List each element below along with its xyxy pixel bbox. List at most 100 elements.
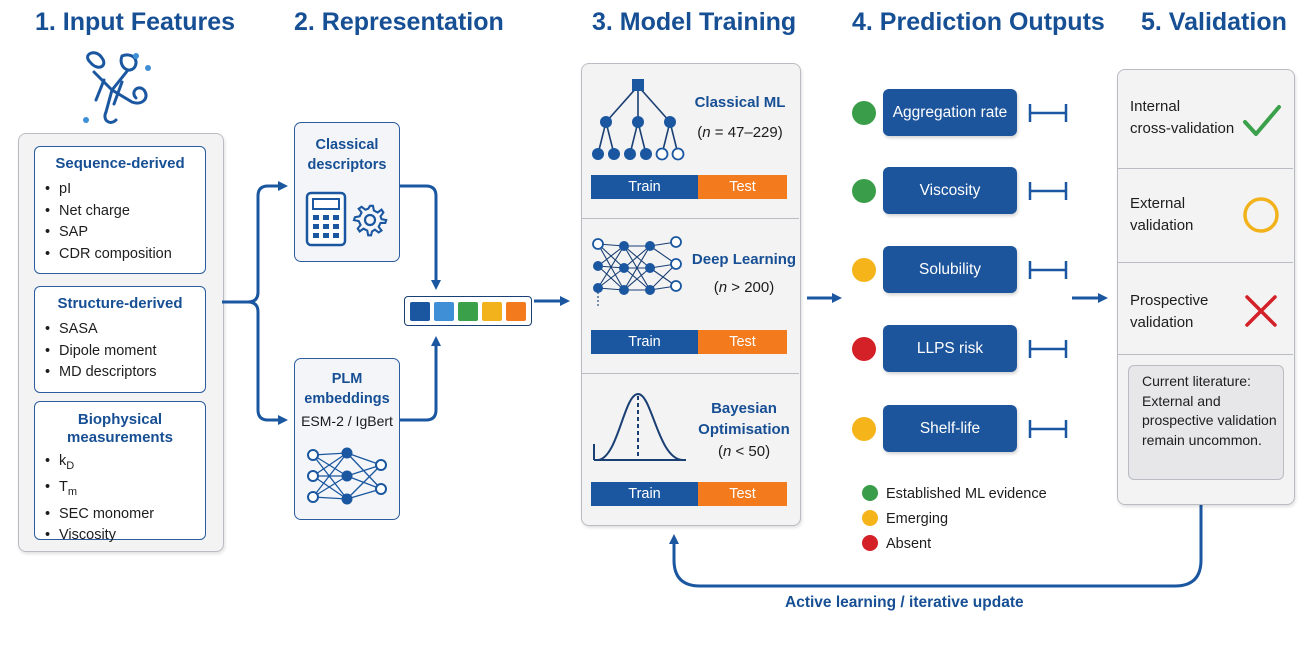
feature-item: SAP: [45, 222, 205, 244]
external-line2: validation: [1130, 217, 1194, 234]
literature-note: Current literature: External and prospec…: [1128, 365, 1284, 480]
train-segment: Train: [591, 330, 698, 354]
deep-network-icon: [592, 236, 682, 308]
antibody-icon: [83, 51, 151, 124]
feature-item: Viscosity: [45, 525, 205, 547]
gear-icon: [352, 204, 388, 237]
vector-cell: [482, 301, 502, 321]
structure-derived-card: Structure-derived SASA Dipole moment MD …: [34, 286, 206, 393]
n-value: < 50: [731, 443, 766, 460]
structure-derived-title: Structure-derived: [57, 295, 183, 312]
embedding-vector: [404, 296, 532, 326]
internal-line1: Internal: [1130, 98, 1181, 115]
decision-tree-icon: [592, 79, 685, 161]
training-separator: [582, 218, 799, 219]
feature-item: Net charge: [45, 201, 205, 223]
branch-arrow-upper: [222, 181, 288, 304]
classical-to-vector-arrow: [398, 184, 441, 290]
feature-item: Tm: [45, 477, 205, 503]
external-line1: External: [1130, 195, 1186, 212]
n-symbol: n: [718, 279, 728, 296]
classical-descriptors-title: Classical descriptors: [295, 135, 399, 175]
calculator-icon: [305, 191, 347, 247]
feature-base: T: [59, 479, 68, 496]
plm-model-name: ESM-2 / IgBert: [301, 413, 393, 429]
inhibition-bar-icon: [1028, 420, 1068, 438]
feature-item: CDR composition: [45, 244, 205, 266]
classical-title-line2: descriptors: [307, 157, 387, 173]
check-icon: [1243, 105, 1281, 136]
model-title-deep-learning: Deep Learning: [691, 251, 797, 268]
note-line: remain uncommon.: [1142, 431, 1262, 448]
train-test-split-bar: Train Test: [591, 330, 787, 354]
feature-item: SASA: [45, 319, 205, 341]
validation-separator: [1118, 168, 1293, 169]
test-segment: Test: [698, 482, 787, 506]
test-segment: Test: [698, 330, 787, 354]
model-title-bayesian-optimisation: Bayesian Optimisation: [690, 398, 798, 440]
inhibition-bar-icon: [1028, 182, 1068, 200]
heading-input-features: 1. Input Features: [35, 8, 236, 36]
heading-model-training: 3. Model Training: [592, 8, 797, 36]
legend-item-emerging: Emerging: [862, 510, 948, 528]
prospective-line2: validation: [1130, 314, 1194, 331]
output-box: Solubility: [883, 246, 1017, 293]
test-segment: Test: [698, 175, 787, 199]
training-separator: [582, 373, 799, 374]
legend-item-absent: Absent: [862, 535, 931, 553]
train-test-split-bar: Train Test: [591, 482, 787, 506]
status-dot-emerging: [852, 417, 876, 441]
cross-icon: [1245, 295, 1277, 327]
inhibition-bar-icon: [1028, 340, 1068, 358]
inhibition-bar-icon: [1028, 261, 1068, 279]
model-title-classical-ml: Classical ML: [694, 94, 786, 111]
feature-item: Dipole moment: [45, 341, 205, 363]
neural-network-icon: [307, 447, 387, 505]
feedback-loop-arrow: [669, 504, 1203, 588]
biophysical-title-line1: Biophysical: [77, 411, 163, 428]
bayesian-title-line2: Optimisation: [698, 421, 790, 438]
biophysical-title: Biophysical measurements: [35, 411, 205, 447]
validation-external-label: External validation: [1130, 193, 1193, 237]
heading-validation: 5. Validation: [1141, 8, 1287, 36]
plm-title-line1: PLM: [331, 371, 363, 387]
train-test-split-bar: Train Test: [591, 175, 787, 199]
validation-internal-label: Internal cross-validation: [1130, 96, 1234, 140]
feature-item: SEC monomer: [45, 504, 205, 526]
model-n-deep-learning: (n > 200): [713, 279, 775, 296]
circle-icon: [1243, 197, 1279, 233]
vector-cell: [410, 301, 430, 321]
model-training-panel: [581, 63, 801, 526]
n-symbol: n: [702, 124, 711, 141]
status-dot-emerging: [852, 258, 876, 282]
legend-label: Established ML evidence: [886, 486, 1047, 502]
note-line: Current literature:: [1142, 373, 1251, 389]
sequence-derived-title: Sequence-derived: [55, 155, 185, 172]
legend-label: Emerging: [886, 511, 949, 527]
model-n-classical-ml: (n = 47–229): [697, 124, 783, 141]
feature-item: MD descriptors: [45, 362, 205, 384]
legend-dot: [862, 510, 878, 526]
n-value: > 200: [727, 279, 770, 296]
output-box: Viscosity: [883, 167, 1017, 214]
validation-separator: [1118, 262, 1293, 263]
plm-embeddings-title: PLM embeddings: [295, 369, 399, 409]
internal-line2: cross-validation: [1130, 120, 1235, 137]
classical-title-line1: Classical: [315, 137, 379, 153]
validation-separator: [1118, 354, 1293, 355]
output-box: Shelf-life: [883, 405, 1017, 452]
output-box: LLPS risk: [883, 325, 1017, 372]
classical-descriptors-card: Classical descriptors: [294, 122, 400, 262]
validation-prospective-label: Prospective validation: [1130, 290, 1208, 334]
output-box: Aggregation rate: [883, 89, 1017, 136]
vector-cell: [434, 301, 454, 321]
sequence-derived-list: pI Net charge SAP CDR composition: [35, 179, 205, 265]
model-n-bayesian-optimisation: (n < 50): [717, 443, 771, 460]
inhibition-bar-icon: [1028, 104, 1068, 122]
legend-item-established: Established ML evidence: [862, 485, 1047, 503]
feature-subscript: D: [66, 459, 75, 472]
biophysical-title-line2: measurements: [67, 429, 173, 446]
sequence-derived-card: Sequence-derived pI Net charge SAP CDR c…: [34, 146, 206, 274]
prospective-line1: Prospective: [1130, 292, 1209, 309]
